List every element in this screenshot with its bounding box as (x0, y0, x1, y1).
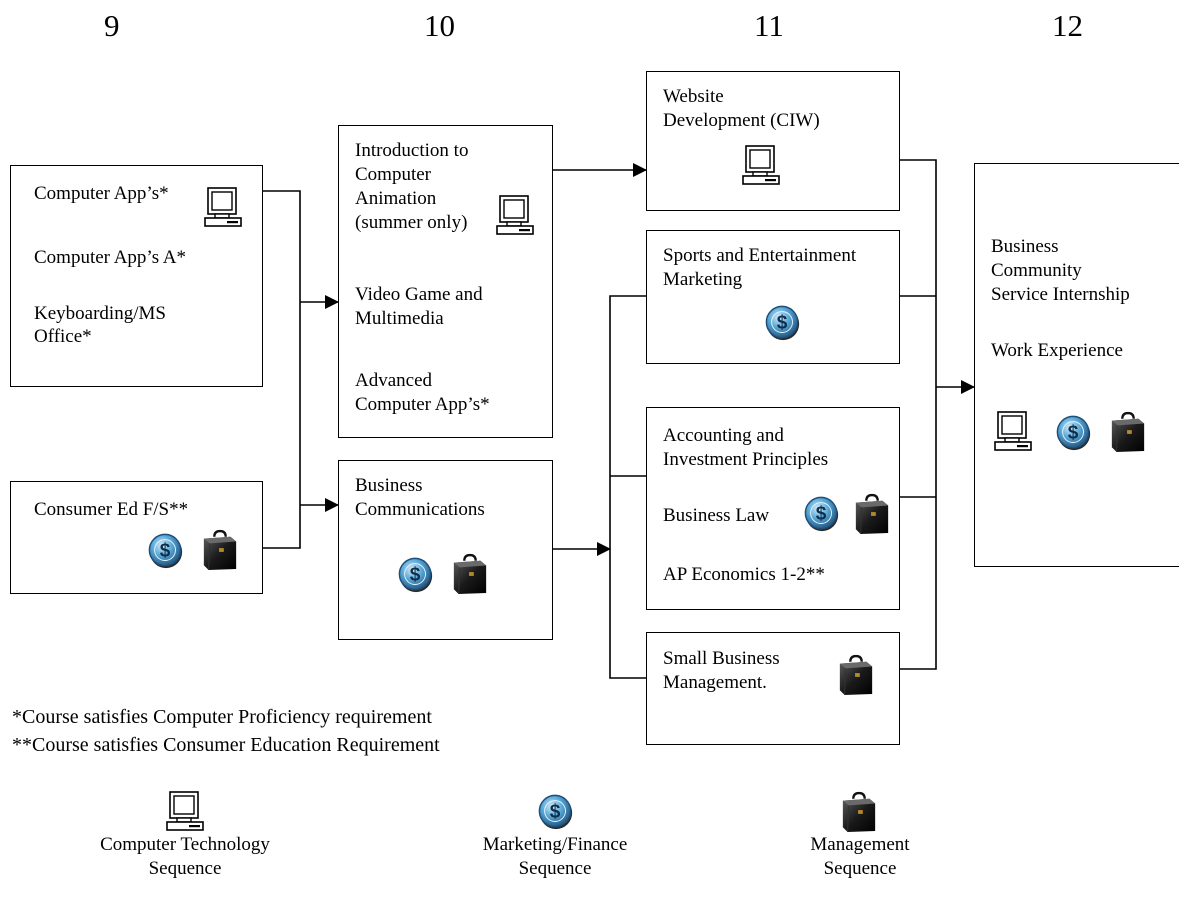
grade11-accounting-box: Accounting and Investment Principles Bus… (646, 407, 900, 610)
grade12-box: Business Community Service Internship Wo… (974, 163, 1179, 567)
legend-marketing-line2: Sequence (518, 858, 592, 879)
course-advanced-line1: Advanced (355, 370, 433, 391)
legend-computer-label: Computer Technology Sequence (60, 833, 310, 881)
briefcase-icon (201, 528, 239, 572)
course-small-business-line1: Small Business (663, 648, 780, 669)
course-intro-line2: Computer (355, 164, 431, 185)
dollar-coin-icon (1055, 414, 1093, 452)
legend-marketing-line1: Marketing/Finance (482, 834, 628, 855)
legend-management-label: Management Sequence (735, 833, 985, 881)
course-website-line1: Website (663, 86, 724, 107)
course-website-line2: Development (CIW) (663, 110, 820, 131)
legend-computer-line1: Computer Technology (100, 834, 270, 855)
grade9-computer-courses-box: Computer App’s* Computer App’s A* Keyboa… (10, 165, 263, 387)
legend-management-line2: Sequence (823, 858, 897, 879)
grade-12-heading: 12 (1052, 8, 1083, 43)
dollar-coin-icon (764, 304, 802, 342)
note-consumer-education: **Course satisfies Consumer Education Re… (12, 734, 440, 756)
computer-icon (495, 194, 535, 242)
grade-11-heading: 11 (754, 8, 784, 43)
course-video-game-line2: Multimedia (355, 308, 444, 329)
course-computer-apps: Computer App’s* (34, 183, 169, 204)
course-keyboarding-line2: Office* (34, 326, 92, 347)
computer-icon (203, 186, 243, 234)
computer-icon (741, 144, 781, 192)
course-buscomm-line1: Business (355, 475, 423, 496)
course-ap-economics: AP Economics 1-2** (663, 564, 825, 585)
course-bcs-line3: Service Internship (991, 284, 1130, 305)
legend-management-line1: Management (810, 834, 910, 855)
course-intro-line4: (summer only) (355, 212, 468, 233)
connector-grade11 (900, 159, 937, 670)
course-keyboarding-line1: Keyboarding/MS (34, 303, 166, 324)
legend-marketing-label: Marketing/Finance Sequence (430, 833, 680, 881)
legend-computer-line2: Sequence (148, 858, 222, 879)
course-intro-line3: Animation (355, 188, 437, 209)
dollar-coin-icon (147, 532, 185, 570)
course-work-experience: Work Experience (991, 340, 1123, 361)
legend-briefcase-icon (840, 790, 878, 834)
grade-9-heading: 9 (104, 8, 120, 43)
course-business-law: Business Law (663, 505, 770, 526)
course-small-business-line2: Management. (663, 672, 767, 693)
course-consumer-ed: Consumer Ed F/S** (34, 499, 189, 520)
grade-10-heading: 10 (424, 8, 455, 43)
connector-grade9 (262, 190, 301, 549)
legend-computer-icon (165, 790, 205, 838)
legend-dollar-coin-icon (537, 793, 575, 831)
briefcase-icon (853, 492, 891, 536)
grade10-business-comm-box: Business Communications (338, 460, 553, 640)
grade11-small-business-box: Small Business Management. (646, 632, 900, 745)
grade10-computer-courses-box: Introduction to Computer Animation (summ… (338, 125, 553, 438)
course-video-game-line1: Video Game and (355, 284, 483, 305)
course-sports-line2: Marketing (663, 269, 743, 290)
grade11-sports-box: Sports and Entertainment Marketing (646, 230, 900, 364)
briefcase-icon (837, 653, 875, 697)
briefcase-icon (451, 552, 489, 596)
course-computer-apps-a: Computer App’s A* (34, 247, 187, 268)
course-accounting-line1: Accounting and (663, 425, 784, 446)
course-bcs-line2: Community (991, 260, 1082, 281)
course-advanced-line2: Computer App’s* (355, 394, 490, 415)
grade9-consumer-ed-box: Consumer Ed F/S** (10, 481, 263, 594)
course-sports-line1: Sports and Entertainment (663, 245, 857, 266)
course-buscomm-line2: Communications (355, 499, 485, 520)
bracket-grade11 (609, 295, 646, 679)
grade11-website-box: Website Development (CIW) (646, 71, 900, 211)
note-computer-proficiency: *Course satisfies Computer Proficiency r… (12, 706, 432, 728)
briefcase-icon (1109, 410, 1147, 454)
dollar-coin-icon (397, 556, 435, 594)
dollar-coin-icon (803, 495, 841, 533)
course-intro-line1: Introduction to (355, 140, 469, 161)
computer-icon (993, 410, 1033, 458)
course-accounting-line2: Investment Principles (663, 449, 829, 470)
course-bcs-line1: Business (991, 236, 1059, 257)
